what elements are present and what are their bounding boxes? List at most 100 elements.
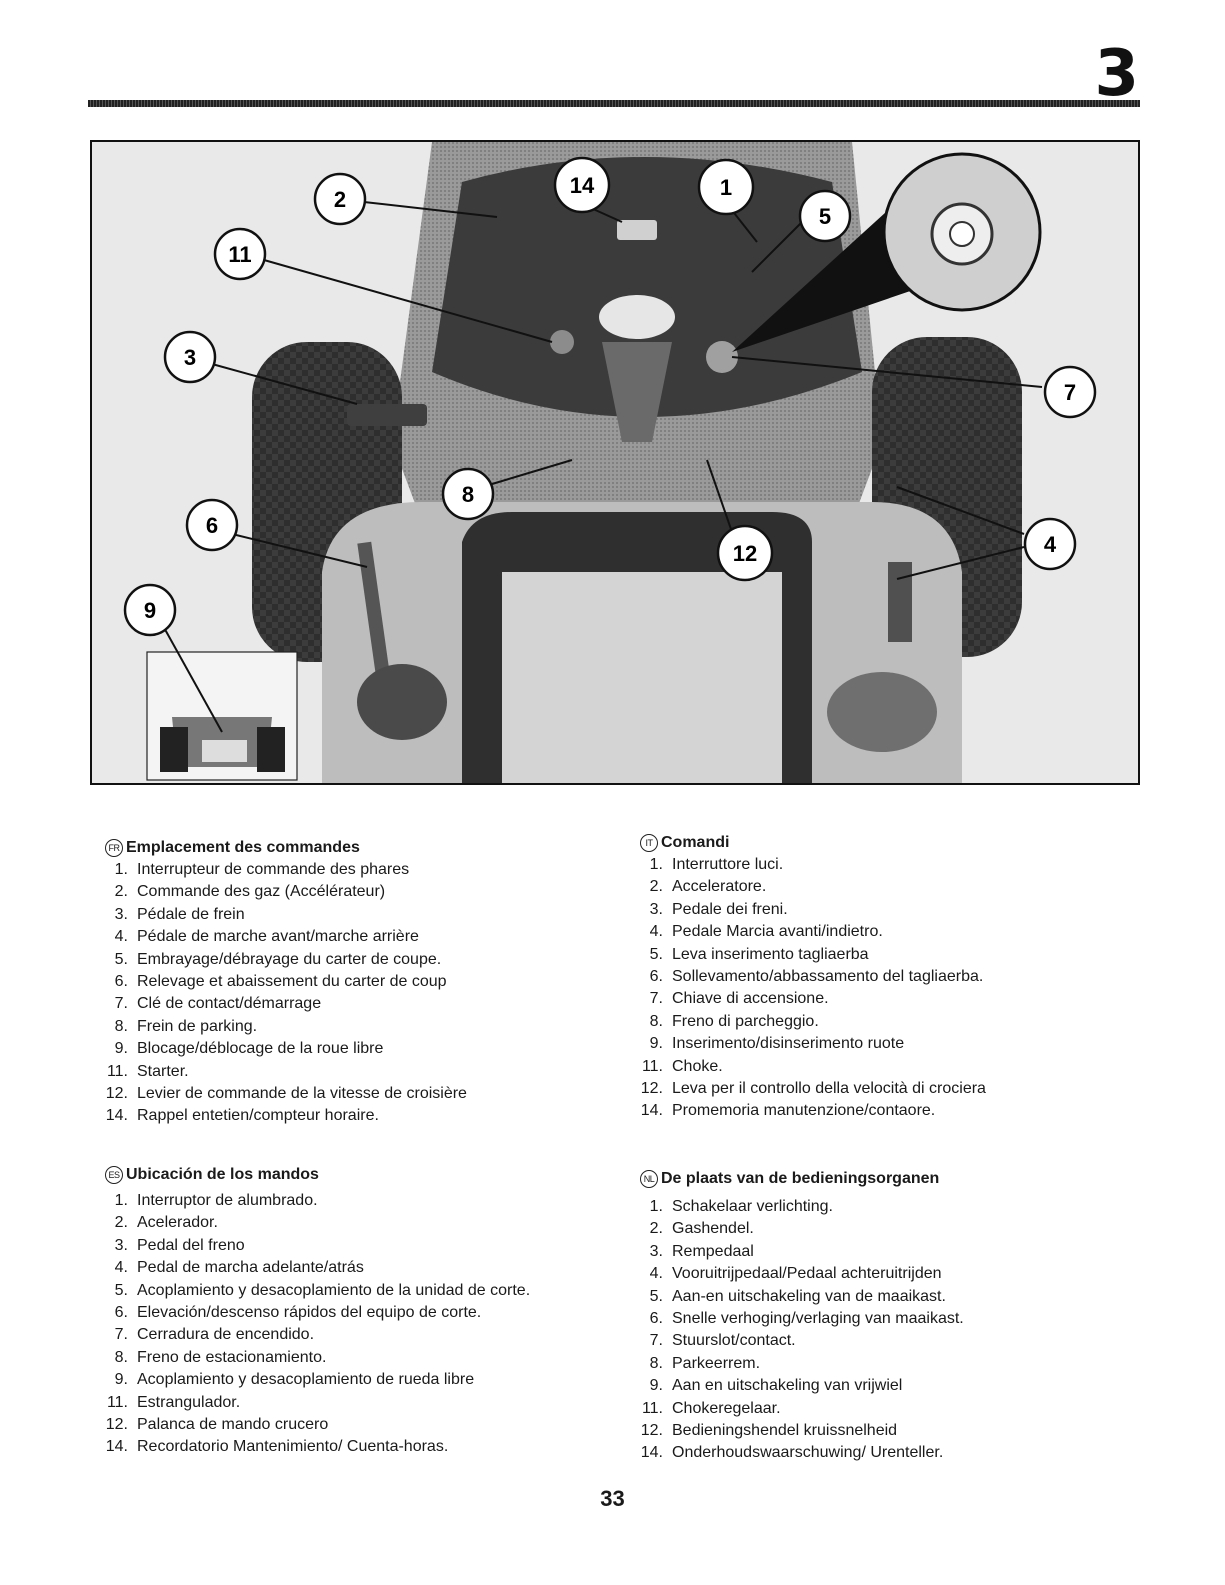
list-item: 1.Schakelaar verlichting. (649, 1198, 833, 1215)
list-item: 1.Interruptor de alumbrado. (114, 1192, 318, 1209)
svg-text:4: 4 (1044, 532, 1057, 557)
list-item: 4.Pedale Marcia avanti/indietro. (649, 923, 883, 941)
ignition-lock (706, 341, 738, 373)
callout-7: 7 (1043, 365, 1097, 419)
list-item: 11.Choke. (641, 1057, 723, 1075)
callout-12: 12 (716, 524, 774, 582)
list-item: 11.Estrangulador. (106, 1393, 241, 1411)
item-list: 1.Interruptor de alumbrado. 2.Acelerador… (105, 1190, 530, 1459)
list-item: 4.Pedal de marcha adelante/atrás (114, 1259, 364, 1277)
list-item: 5.Leva inserimento tagliaerba (649, 945, 869, 963)
item-list: 1.Schakelaar verlichting. 2.Gashendel. 3… (640, 1196, 964, 1465)
list-item: 11.Chokeregelaar. (641, 1399, 781, 1417)
list-item: 8.Freno de estacionamiento. (114, 1348, 327, 1366)
list-item: 3.Rempedaal (649, 1242, 754, 1260)
dashboard-shape (432, 157, 862, 417)
list-item: 7.Cerradura de encendido. (114, 1326, 315, 1344)
steering-column (602, 342, 672, 442)
list-item: 8.Frein de parking. (114, 1017, 258, 1035)
list-item: 5.Embrayage/débrayage du carter de coupe… (114, 950, 442, 968)
callout-14: 14 (553, 156, 611, 214)
list-item: 7.Stuurslot/contact. (649, 1332, 796, 1350)
header-rule (88, 100, 1140, 107)
svg-text:6: 6 (206, 513, 218, 538)
controls-illustration: 2 11 3 6 9 14 1 5 7 8 12 4 (90, 140, 1140, 785)
inset-wheel-right (257, 727, 285, 772)
hour-meter (617, 220, 657, 240)
lang-badge: NL (640, 1170, 658, 1188)
section-heading: Ubicación de los mandos (126, 1166, 319, 1183)
item-list: 1.Interrupteur de commande des phares 2.… (105, 859, 467, 1128)
list-item: 12.Palanca de mando crucero (105, 1415, 329, 1433)
list-item: 2.Acceleratore. (649, 878, 767, 896)
list-item: 3.Pédale de frein (114, 905, 245, 923)
svg-text:7: 7 (1064, 380, 1076, 405)
list-item: 12.Levier de commande de la vitesse de c… (105, 1084, 467, 1102)
svg-text:9: 9 (144, 598, 156, 623)
lang-badge: FR (105, 839, 123, 857)
list-item: 2.Commande des gaz (Accélérateur) (114, 883, 386, 901)
section-title: FR Emplacement des commandes (105, 837, 467, 859)
section-nl: NL De plaats van de bedieningsorganen 1.… (640, 1168, 964, 1465)
mower-drawing: 2 11 3 6 9 14 1 5 7 8 12 4 (92, 142, 1138, 783)
list-item: 7.Chiave di accensione. (649, 990, 829, 1008)
leader-lines (161, 201, 1043, 733)
list-item: 1.Interrupteur de commande des phares (114, 861, 410, 878)
section-heading: De plaats van de bedieningsorganen (661, 1170, 940, 1187)
chapter-number: 3 (1094, 37, 1139, 111)
list-item: 9.Inserimento/disinserimento ruote (649, 1035, 905, 1053)
list-item: 9.Aan en uitschakeling van vrijwiel (649, 1377, 903, 1395)
svg-text:2: 2 (334, 187, 346, 212)
list-item: 14.Promemoria manutenzione/contaore. (640, 1102, 936, 1120)
inset-grille (202, 740, 247, 762)
list-item: 14.Rappel entetien/compteur horaire. (105, 1107, 379, 1125)
page-number: 33 (600, 1486, 625, 1511)
list-item: 14.Onderhoudswaarschuwing/ Urenteller. (640, 1444, 944, 1462)
list-item: 5.Aan-en uitschakeling van de maaikast. (649, 1287, 946, 1305)
list-item: 2.Gashendel. (649, 1220, 754, 1238)
list-item: 6.Relevage et abaissement du carter de c… (114, 972, 447, 990)
list-item: 8.Parkeerrem. (649, 1354, 761, 1372)
list-item: 12.Leva per il controllo della velocità … (640, 1079, 986, 1097)
list-item: 7.Clé de contact/démarrage (114, 995, 322, 1013)
callout-3: 3 (163, 330, 217, 384)
steering-column-hole (599, 295, 675, 339)
inset-wheel-left (160, 727, 188, 772)
list-item: 3.Pedal del freno (114, 1236, 245, 1254)
list-item: 11.Starter. (106, 1062, 189, 1080)
svg-text:14: 14 (570, 173, 595, 198)
callout-1: 1 (697, 158, 755, 216)
callout-5: 5 (798, 189, 852, 243)
callout-6: 6 (185, 498, 239, 552)
callout-11: 11 (213, 227, 267, 281)
cruise-lever (888, 562, 912, 642)
seat-cushion (502, 572, 782, 783)
list-item: 6.Sollevamento/abbassamento del tagliaer… (649, 967, 984, 985)
section-heading: Emplacement des commandes (126, 839, 360, 856)
choke-knob (550, 330, 574, 354)
section-title: ES Ubicación de los mandos (105, 1164, 530, 1186)
lift-lever (357, 541, 391, 683)
section-title: NL De plaats van de bedieningsorganen (640, 1168, 964, 1190)
svg-text:8: 8 (462, 482, 474, 507)
list-item: 9.Blocage/déblocage de la roue libre (114, 1040, 384, 1058)
svg-text:12: 12 (733, 541, 757, 566)
callout-4: 4 (1023, 517, 1077, 571)
svg-text:1: 1 (720, 175, 732, 200)
svg-text:5: 5 (819, 204, 831, 229)
list-item: 6.Snelle verhoging/verlaging van maaikas… (649, 1309, 964, 1327)
brake-pedal (347, 404, 427, 426)
callout-8: 8 (441, 467, 495, 521)
list-item: 9.Acoplamiento y desacoplamiento de rued… (114, 1371, 475, 1389)
section-fr: FR Emplacement des commandes 1.Interrupt… (105, 837, 467, 1128)
list-item: 3.Pedale dei freni. (649, 900, 788, 918)
lever-base (357, 664, 447, 740)
list-item: 5.Acoplamiento y desacoplamiento de la u… (114, 1281, 531, 1299)
svg-text:3: 3 (184, 345, 196, 370)
callout-2: 2 (313, 172, 367, 226)
callout-circles: 2 11 3 6 9 14 1 5 7 8 12 4 (123, 156, 1097, 637)
svg-text:11: 11 (228, 242, 251, 267)
item-list: 1.Interruttore luci. 2.Acceleratore. 3.P… (640, 854, 986, 1123)
cup-holder (827, 672, 937, 752)
section-it: IT Comandi 1.Interruttore luci. 2.Accele… (640, 832, 986, 1123)
